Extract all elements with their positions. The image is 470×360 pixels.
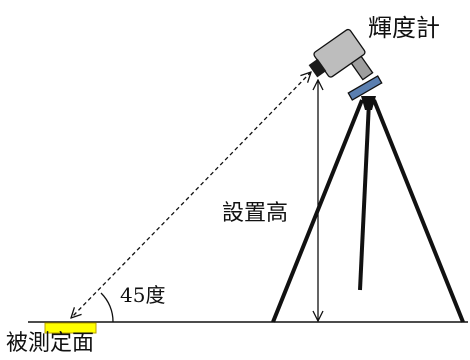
- tripod-head: [361, 96, 376, 110]
- tripod-back-leg: [358, 101, 371, 291]
- line-of-sight: [71, 72, 311, 318]
- measured-surface-label: 被測定面: [6, 331, 95, 356]
- tripod-left-leg: [271, 99, 364, 323]
- mount-plate: [347, 75, 383, 101]
- luminance-meter-icon: [308, 28, 374, 81]
- measured-surface-target: [44, 322, 97, 334]
- luminance-meter-label: 輝度計: [368, 14, 440, 42]
- angle-label: 45度: [120, 283, 166, 307]
- tripod-right-leg: [372, 99, 465, 323]
- meter-lens: [308, 58, 327, 78]
- installation-height-label: 設置高: [222, 201, 289, 226]
- angle-arc: [100, 292, 114, 323]
- tripod: [271, 96, 465, 323]
